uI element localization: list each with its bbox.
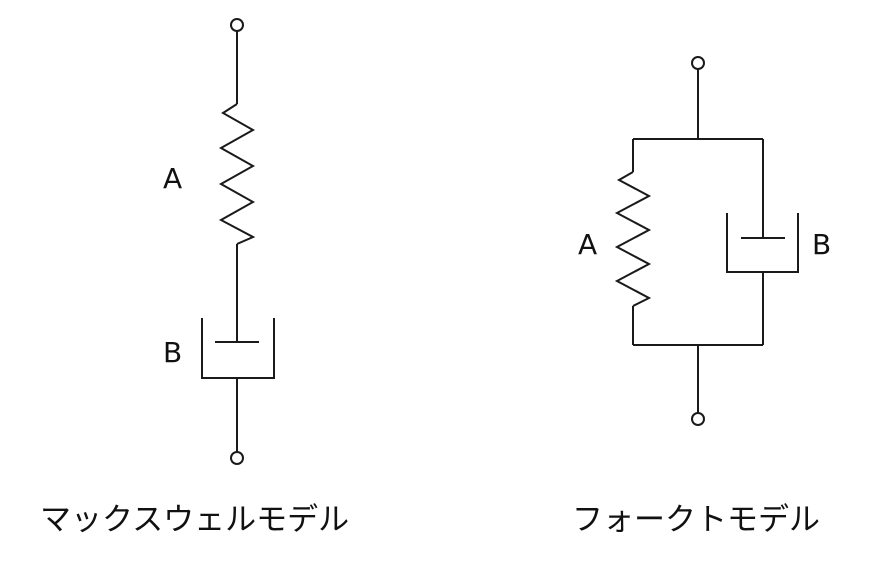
maxwell-bottom-terminal (230, 451, 244, 465)
maxwell-top-terminal (230, 18, 244, 32)
voigt-bottom-terminal (691, 412, 705, 426)
maxwell-caption: マックスウェルモデル (40, 502, 349, 538)
maxwell-dashpot-label: B (163, 336, 182, 369)
voigt-dashpot-label: B (812, 228, 831, 261)
voigt-model: A B フォークトモデル (572, 56, 831, 538)
maxwell-model: A B マックスウェルモデル (40, 18, 349, 538)
voigt-caption: フォークトモデル (572, 502, 820, 538)
voigt-spring-label: A (578, 228, 597, 261)
maxwell-spring (218, 103, 256, 245)
maxwell-spring-label: A (163, 162, 182, 195)
voigt-spring (614, 171, 652, 307)
voigt-top-terminal (691, 56, 705, 70)
